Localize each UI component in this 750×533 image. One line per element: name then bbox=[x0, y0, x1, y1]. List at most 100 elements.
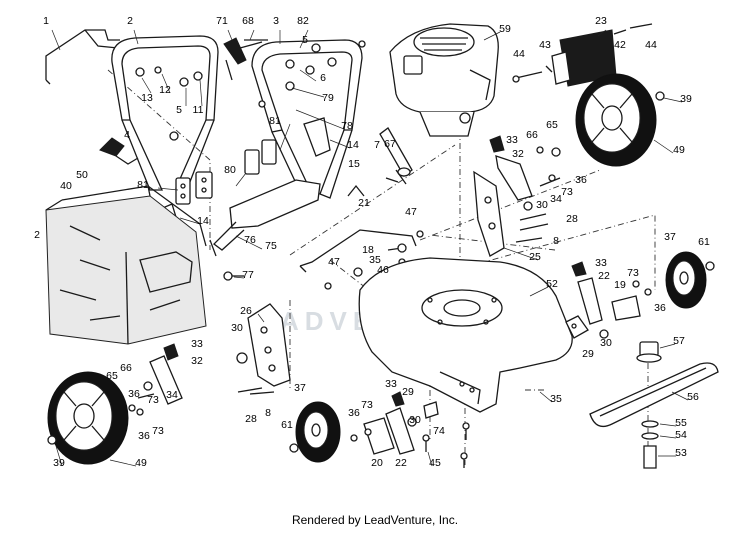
handle-bracket-right bbox=[244, 139, 277, 175]
callout-label-25: 25 bbox=[529, 251, 541, 263]
callout-label-39: 39 bbox=[53, 457, 65, 469]
callout-label-49: 49 bbox=[673, 144, 685, 156]
callout-label-66: 66 bbox=[120, 362, 132, 374]
callout-label-49: 49 bbox=[135, 457, 147, 469]
callout-label-12: 12 bbox=[159, 84, 171, 96]
flap-bolts bbox=[512, 65, 553, 83]
wheel-nut-39-bottom bbox=[47, 435, 57, 445]
callout-label-78: 78 bbox=[341, 120, 353, 132]
callout-label-56: 56 bbox=[687, 391, 699, 403]
mower-deck bbox=[358, 257, 573, 413]
callout-label-32: 32 bbox=[191, 355, 203, 367]
callout-label-2: 2 bbox=[127, 15, 133, 27]
callout-label-21: 21 bbox=[358, 197, 370, 209]
callout-label-19: 19 bbox=[614, 279, 626, 291]
callout-label-36: 36 bbox=[575, 174, 587, 186]
callout-label-81: 81 bbox=[137, 179, 149, 191]
height-adjuster-front-center bbox=[350, 391, 470, 468]
callout-label-8: 8 bbox=[265, 407, 271, 419]
callout-label-45: 45 bbox=[429, 457, 441, 469]
callout-label-11: 11 bbox=[193, 104, 204, 116]
callout-label-59: 59 bbox=[499, 23, 511, 35]
control-bail-wire bbox=[45, 29, 120, 85]
callout-label-30: 30 bbox=[409, 414, 421, 426]
callout-label-33: 33 bbox=[385, 378, 397, 390]
callout-label-8: 8 bbox=[553, 235, 559, 247]
callout-label-32: 32 bbox=[512, 148, 524, 160]
callout-label-33: 33 bbox=[191, 338, 203, 350]
callout-label-3: 3 bbox=[273, 15, 279, 27]
callout-label-76: 76 bbox=[244, 234, 256, 246]
callout-label-55: 55 bbox=[675, 417, 687, 429]
callout-label-73: 73 bbox=[561, 186, 573, 198]
callout-label-66: 66 bbox=[526, 129, 538, 141]
callout-label-30: 30 bbox=[600, 337, 612, 349]
rear-wheel-right bbox=[575, 73, 657, 167]
blade-assembly bbox=[589, 341, 719, 469]
rear-axle-rod bbox=[299, 229, 417, 273]
callout-label-35: 35 bbox=[550, 393, 562, 405]
height-adjuster-rear-right bbox=[473, 135, 561, 257]
callout-label-14: 14 bbox=[347, 139, 359, 151]
callout-label-6: 6 bbox=[320, 72, 326, 84]
callout-label-61: 61 bbox=[281, 419, 293, 431]
discharge-deflector bbox=[209, 179, 321, 281]
callout-label-54: 54 bbox=[675, 429, 687, 441]
callout-label-81: 81 bbox=[269, 115, 281, 127]
front-wheel-right bbox=[665, 251, 707, 309]
callout-label-26: 26 bbox=[240, 305, 252, 317]
callout-label-18: 18 bbox=[362, 244, 374, 256]
callout-label-7: 7 bbox=[374, 139, 380, 151]
callout-label-29: 29 bbox=[582, 348, 594, 360]
callout-label-79: 79 bbox=[322, 92, 334, 104]
callout-label-52: 52 bbox=[546, 278, 558, 290]
rear-wheel-left bbox=[47, 371, 129, 465]
callout-label-73: 73 bbox=[627, 267, 639, 279]
callout-label-20: 20 bbox=[371, 457, 383, 469]
footer-credit: Rendered by LeadVenture, Inc. bbox=[291, 513, 459, 527]
wheel-nut-39-top bbox=[655, 91, 665, 101]
callout-label-57: 57 bbox=[673, 335, 685, 347]
callout-label-36: 36 bbox=[138, 430, 150, 442]
callout-label-5: 5 bbox=[302, 34, 308, 46]
hardware-bolts bbox=[135, 39, 366, 141]
callout-label-44: 44 bbox=[645, 39, 657, 51]
callout-label-44: 44 bbox=[513, 48, 525, 60]
callout-label-40: 40 bbox=[60, 180, 72, 192]
engine bbox=[389, 23, 499, 137]
callout-label-47: 47 bbox=[405, 206, 417, 218]
callout-label-53: 53 bbox=[675, 447, 687, 459]
callout-label-36: 36 bbox=[654, 302, 666, 314]
leader-lines bbox=[51, 29, 689, 467]
front-wheel-left bbox=[295, 401, 341, 463]
callout-label-73: 73 bbox=[361, 399, 373, 411]
callout-label-14: 14 bbox=[197, 215, 209, 227]
callout-label-47: 47 bbox=[328, 256, 340, 268]
height-adjuster-rear-left bbox=[116, 343, 183, 416]
callout-label-30: 30 bbox=[231, 322, 243, 334]
wheel-nut-61-left bbox=[289, 443, 299, 453]
callout-label-5: 5 bbox=[176, 104, 182, 116]
callout-label-61: 61 bbox=[698, 236, 710, 248]
callout-label-74: 74 bbox=[433, 425, 445, 437]
callout-label-46: 46 bbox=[377, 264, 389, 276]
handle-bracket-left bbox=[175, 171, 213, 205]
callout-label-73: 73 bbox=[147, 394, 159, 406]
callout-label-22: 22 bbox=[598, 270, 610, 282]
rear-flap bbox=[551, 23, 653, 87]
callout-label-80: 80 bbox=[224, 164, 236, 176]
callout-label-67: 67 bbox=[384, 138, 396, 150]
callout-label-4: 4 bbox=[124, 129, 130, 141]
callout-label-73: 73 bbox=[152, 425, 164, 437]
height-adjuster-front-left bbox=[236, 303, 291, 395]
callout-label-82: 82 bbox=[297, 15, 309, 27]
callout-label-75: 75 bbox=[265, 240, 277, 252]
callout-label-15: 15 bbox=[348, 158, 360, 170]
callout-label-50: 50 bbox=[76, 169, 88, 181]
wheel-nut-61-right bbox=[705, 261, 715, 271]
height-adjuster-front-right bbox=[565, 261, 652, 339]
callout-label-65: 65 bbox=[106, 370, 118, 382]
